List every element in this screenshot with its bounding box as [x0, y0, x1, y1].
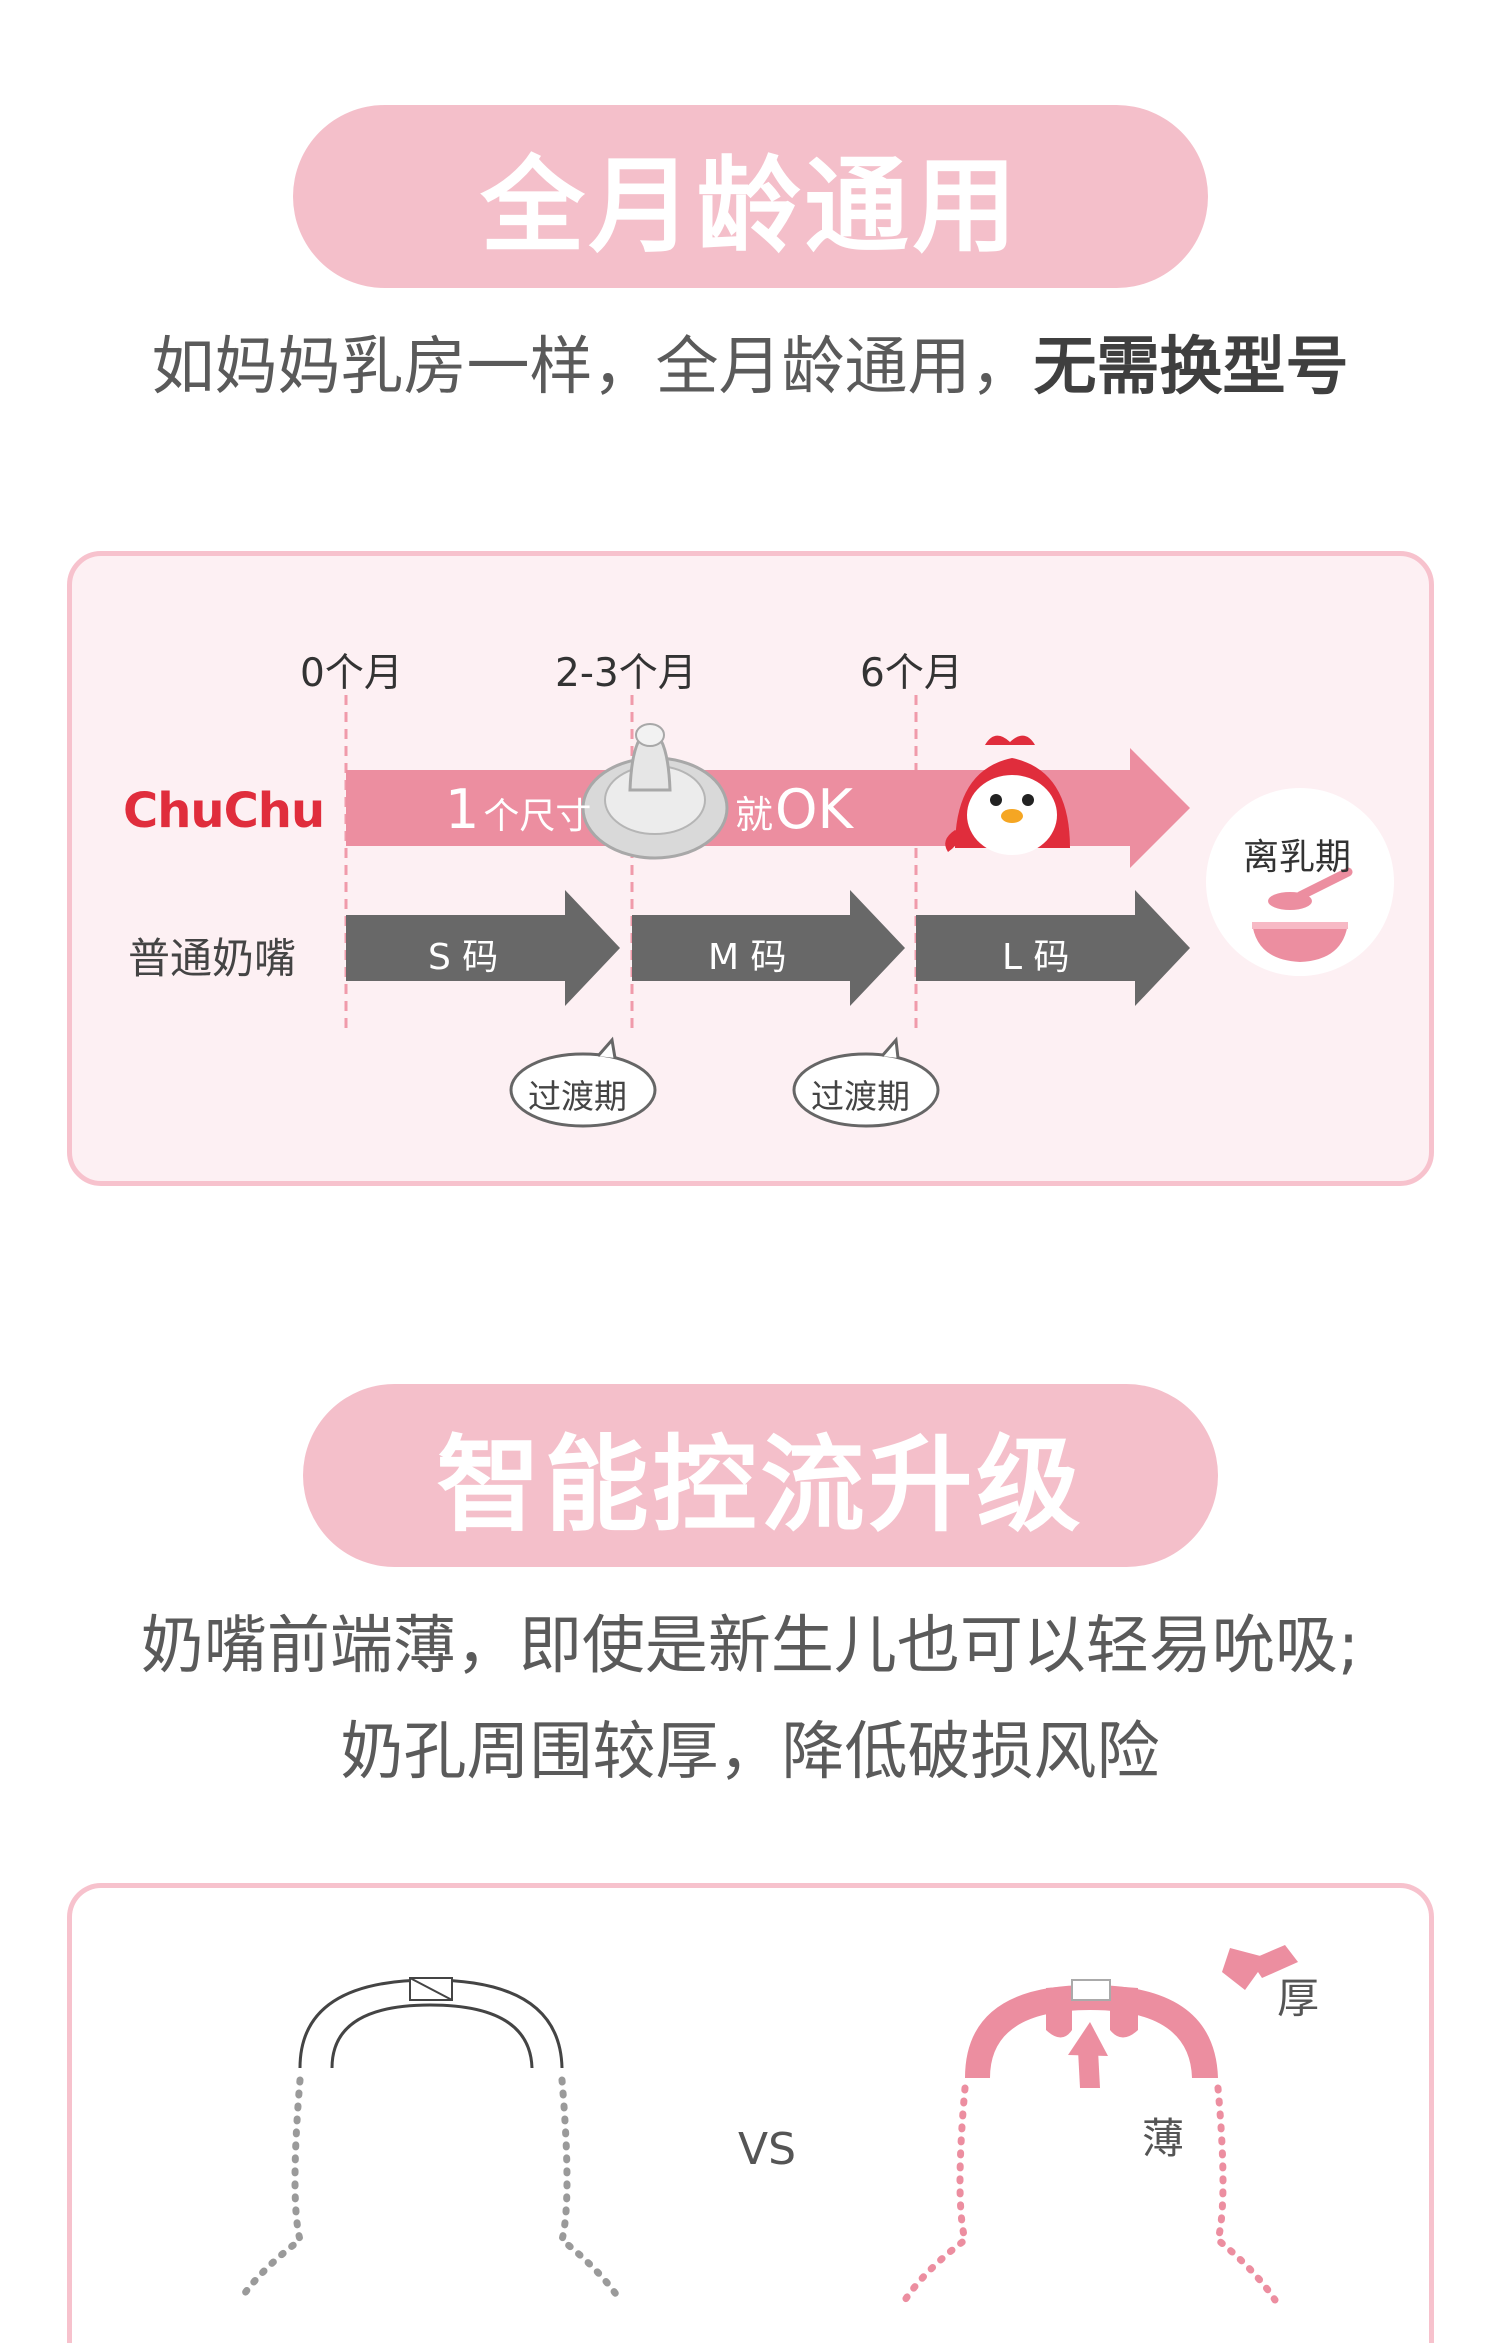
size-arrow-s	[346, 890, 620, 1006]
section-subtitle-line1: 奶嘴前端薄，即使是新生儿也可以轻易吮吸;	[140, 1609, 1360, 1682]
transition-label-2: 过渡期	[811, 1077, 910, 1116]
penguin-mascot-icon	[945, 735, 1070, 855]
size-label-s: S 码	[428, 937, 499, 978]
size-arrow-l	[916, 890, 1190, 1006]
weaning-label: 离乳期	[1243, 837, 1352, 878]
brand-logo: ChuChu	[123, 783, 325, 839]
month-label-6: 6个月	[860, 651, 963, 696]
size-text: 个尺寸	[483, 796, 592, 837]
section-title-2: 智能控流升级	[436, 1424, 1085, 1546]
ok-prefix: 就	[735, 793, 774, 837]
thin-label: 薄	[1142, 2114, 1185, 2163]
nipple-icon	[581, 723, 729, 860]
timeline-panel	[67, 551, 1434, 1186]
normal-nipple-diagram	[236, 1977, 624, 2304]
size-label-l: L 码	[1002, 937, 1070, 978]
month-label-2-3: 2-3个月	[555, 651, 697, 696]
section-title-pill: 全月龄通用	[293, 105, 1208, 288]
normal-nipple-label: 普通奶嘴	[128, 934, 297, 983]
weaning-icon	[1206, 788, 1394, 976]
size-label-m: M 码	[708, 937, 787, 978]
thin-arrow-icon	[1068, 2022, 1108, 2088]
subtitle-bold: 无需换型号	[1033, 330, 1349, 403]
compare-panel	[67, 1883, 1434, 2343]
vs-label: VS	[738, 2124, 797, 2175]
section-subtitle-line2: 奶孔周围较厚，降低破损风险	[340, 1715, 1160, 1788]
ok-text: OK	[775, 778, 853, 841]
brand-arrow-text-left: 1 个尺寸	[445, 778, 591, 841]
section-subtitle: 如妈妈乳房一样，全月龄通用，无需换型号	[0, 335, 1500, 398]
transition-bubble-2	[792, 1036, 940, 1128]
brand-arrow-text-right: 就 OK	[735, 778, 853, 841]
section-title: 全月龄通用	[480, 145, 1021, 267]
size-count: 1	[445, 778, 480, 841]
transition-label-1: 过渡期	[528, 1077, 627, 1116]
month-label-0: 0个月	[300, 651, 403, 696]
transition-bubble-1	[509, 1036, 657, 1128]
chuchu-nipple-diagram	[901, 1979, 1279, 2304]
thick-arrow-icon	[1222, 1945, 1298, 1990]
thick-label: 厚	[1277, 1974, 1320, 2023]
subtitle-plain: 如妈妈乳房一样，全月龄通用，	[151, 330, 1034, 403]
size-arrow-m	[632, 890, 905, 1006]
section-title-pill-2: 智能控流升级	[303, 1384, 1218, 1567]
